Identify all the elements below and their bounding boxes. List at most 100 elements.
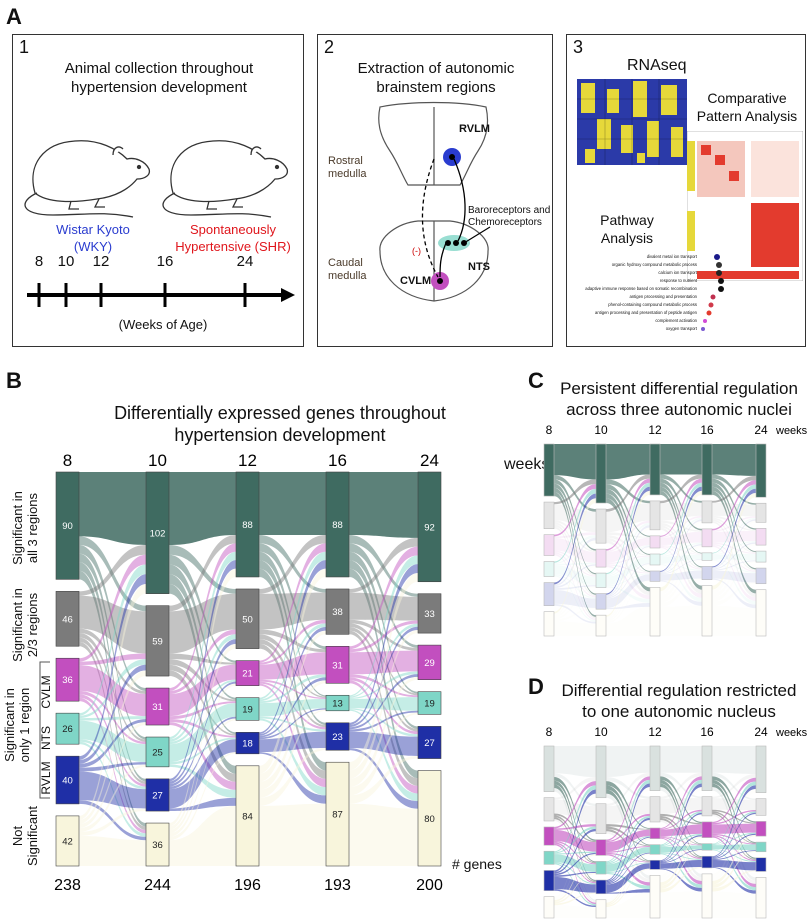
flow-16-to-24-nts-two3 [712,811,756,845]
flow-10-to-12-two3-two3 [606,503,650,533]
row-label-rvlm: RVLM [39,761,53,795]
flow-8-to-10-nts-rvlm [554,574,596,599]
node-week8-not [543,896,555,919]
panel_c-week-label-10: 10 [594,423,608,437]
flow-8-to-10-all3-nts [79,553,146,740]
flow-12-to-16-not-nts [660,559,702,603]
flow-8-to-10-two3-rvlm [554,817,596,883]
panel_c-week-label-12: 12 [648,423,662,437]
node-week12-not [235,765,260,867]
flow-8-to-10-not-cvlm [79,722,146,828]
node-week24-all3 [755,443,767,498]
node-week8-two3 [543,501,555,529]
flow-12-to-16-cvlm-all3 [259,543,326,663]
node-week12-nts [649,844,661,855]
flow-16-to-24-not-all3 [712,788,756,878]
flow-16-to-24-nts-not [712,559,756,605]
flow-8-to-10-not-nts [79,764,146,832]
node-week10-cvlm [595,839,607,856]
flow-8-to-10-nts-cvlm [554,562,596,566]
value-label-week10-nts: 25 [152,747,163,758]
flow-16-to-24-rvlm-cvlm [349,674,418,730]
flow-8-to-10-two3-not [554,526,596,619]
flow-16-to-24-two3-nts [349,623,418,696]
node-week10-rvlm [145,778,170,812]
flow-12-to-16-nts-two3 [660,517,702,556]
flow-16-to-24-two3-two3 [712,798,756,811]
flow-10-to-12-nts-nts [169,703,236,763]
flow-16-to-24-two3-all3 [712,475,756,503]
node-week24-two3 [417,593,442,634]
flow-16-to-24-rvlm-rvlm [712,859,756,871]
panel_d-week-label-10: 10 [594,725,608,739]
flow-8-to-10-nts-not [79,741,146,837]
panel_d-weeks-label: weeks [775,727,808,739]
flow-12-to-16-two3-two3 [660,502,702,521]
flow-10-to-12-two3-all3 [606,772,650,807]
flow-8-to-10-rvlm-all3 [554,493,596,585]
node-week16-all3 [701,745,713,791]
only1-bracket-icon [39,661,50,799]
flow-8-to-10-all3-cvlm [79,545,146,692]
pathway-terms-list: divalent metal ion transport organic hyd… [585,254,697,331]
flow-12-to-16-rvlm-two3 [660,812,702,862]
nts-label: NTS [468,261,490,273]
node-week12-not [649,587,661,637]
flow-10-to-12-cvlm-two3 [606,520,650,553]
flow-12-to-16-nts-nts [660,554,702,564]
flow-12-to-16-rvlm-all3 [660,783,702,862]
flow-16-to-24-rvlm-nts [712,850,756,860]
flow-8-to-10-not-all3 [554,498,596,614]
flow-8-to-10-all3-all3 [554,746,596,778]
flow-10-to-12-all3-not [606,498,650,592]
flow-12-to-16-nts-cvlm [660,542,702,557]
flow-8-to-10-two3-nts [554,522,596,576]
timeline-tick-12: 12 [92,253,110,270]
flow-10-to-12-rvlm-rvlm [606,863,650,893]
flow-16-to-24-two3-all3 [349,537,418,593]
sankey-nodes [543,745,767,919]
flow-8-to-10-nts-rvlm [554,862,596,885]
flow-8-to-10-nts-nts [554,565,596,586]
flow-12-to-16-rvlm-cvlm [259,677,326,738]
flow-8-to-10-not-rvlm [554,892,596,906]
flow-10-to-12-not-cvlm [606,547,650,621]
row-label-cvlm: CVLM [39,675,53,709]
flow-8-to-10-cvlm-two3 [554,532,596,539]
node-week12-cvlm [235,660,260,686]
flow-10-to-12-two3-cvlm [606,532,650,538]
panel-b-letter: B [6,368,22,393]
flow-16-to-24-two3-not [349,630,418,786]
flow-8-to-10-two3-rvlm [79,637,146,785]
panel-a1: 1 Animal collection throughout hypertens… [12,34,304,347]
rvlm-label: RVLM [459,123,490,135]
flow-10-to-12-two3-rvlm [606,828,650,862]
panel_c-week-label-24: 24 [754,423,768,437]
flow-10-to-12-all3-rvlm [606,789,650,862]
node-week8-all3 [543,443,555,497]
flow-12-to-16-not-nts [259,709,326,798]
node-week10-nts [145,736,170,768]
flow-16-to-24-not-not [349,803,418,866]
flow-12-to-16-cvlm-all3 [660,776,702,829]
node-week8-nts [55,712,80,745]
flow-8-to-10-cvlm-rvlm [554,552,596,598]
flow-16-to-24-all3-not [349,568,418,779]
flow-12-to-16-two3-nts [660,522,702,555]
flow-16-to-24-nts-not [349,709,418,802]
flow-8-to-10-nts-nts [554,854,596,873]
flow-16-to-24-not-cvlm [712,834,756,885]
flow-12-to-16-rvlm-two3 [259,627,326,736]
node-week8-nts [543,850,555,865]
value-label-week8-not: 42 [62,836,73,847]
flow-16-to-24-cvlm-cvlm [712,531,756,543]
flow-16-to-24-nts-two3 [349,623,418,698]
flow-10-to-12-cvlm-nts [606,555,650,565]
flow-10-to-12-all3-two3 [606,479,650,504]
flow-16-to-24-nts-cvlm [712,541,756,555]
node-week16-two3 [701,500,713,524]
node-week12-two3 [649,500,661,531]
flow-12-to-16-all3-not [259,568,326,771]
node-week10-not [595,899,607,919]
flow-8-to-10-rvlm-two3 [554,828,596,874]
